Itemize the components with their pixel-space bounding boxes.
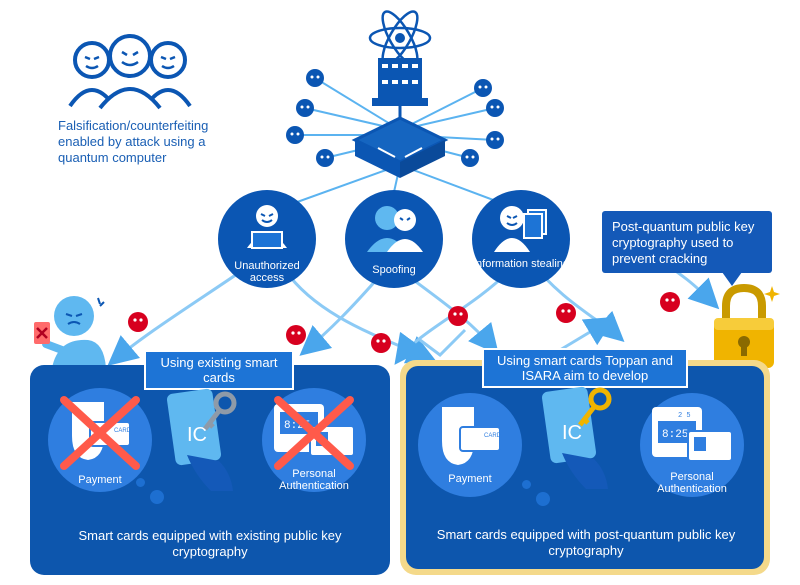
attack-label-spoofing: Spoofing bbox=[372, 264, 416, 276]
thought-bubble bbox=[522, 480, 531, 489]
existing-authentication: 8:25 Personal Authentication bbox=[262, 388, 366, 492]
thought-bubble bbox=[536, 492, 550, 506]
existing-panel-caption: Smart cards equipped with existing publi… bbox=[78, 528, 342, 559]
villain-group-icon bbox=[68, 34, 192, 110]
quantum-computer-icon bbox=[351, 10, 449, 178]
toppan-panel-caption: Smart cards equipped with post-quantum p… bbox=[436, 527, 736, 558]
attack-label-unauthorized-access: Unauthorized access bbox=[234, 260, 300, 284]
attack-unauthorized-access: Unauthorized access bbox=[218, 190, 316, 288]
victim-user-icon bbox=[34, 296, 106, 368]
document-theft-icon bbox=[494, 206, 547, 252]
payment-card-icon: CARD bbox=[442, 407, 502, 465]
card-label: Personal Authentication bbox=[657, 471, 727, 495]
virus-icons bbox=[128, 292, 680, 353]
time-text: 8:25 bbox=[662, 429, 688, 441]
pq-callout-tail bbox=[722, 272, 742, 286]
attacker-caption: Falsification/counterfeiting enabled by … bbox=[58, 118, 209, 165]
card-label: Personal Authentication bbox=[279, 468, 349, 492]
toppan-panel-title: Using smart cards Toppan and ISARA aim t… bbox=[482, 348, 688, 388]
attack-label-information-stealing: Information stealing bbox=[473, 258, 569, 270]
impersonation-icon bbox=[367, 206, 423, 252]
card-label: Payment bbox=[448, 473, 492, 485]
card-text: CARD bbox=[484, 433, 502, 439]
attack-information-stealing: Information stealing bbox=[472, 190, 570, 288]
existing-payment: CARD Payment bbox=[48, 388, 152, 492]
attack-spoofing: Spoofing bbox=[345, 190, 443, 288]
hacker-laptop-icon bbox=[247, 205, 287, 249]
card-text: CARD bbox=[114, 428, 132, 434]
existing-panel-title: Using existing smart cards bbox=[144, 350, 294, 390]
attacker-nodes bbox=[286, 69, 504, 167]
toppan-authentication: 2 5 8:25 Personal Authentication bbox=[640, 393, 744, 497]
ic-text: IC bbox=[187, 424, 207, 446]
thought-bubble bbox=[136, 478, 145, 487]
toppan-payment: CARD Payment bbox=[418, 393, 522, 497]
id-card-icon: 2 5 8:25 bbox=[652, 407, 733, 462]
cross-mark-icon bbox=[60, 396, 140, 470]
cross-mark-icon bbox=[274, 396, 354, 470]
pq-callout: Post-quantum public key cryptography use… bbox=[602, 211, 772, 273]
padlock-icon bbox=[714, 283, 780, 368]
ic-text: IC bbox=[562, 422, 582, 444]
card-label: Payment bbox=[78, 474, 122, 486]
ic-card-icon: IC bbox=[166, 388, 237, 491]
thought-bubble bbox=[150, 490, 164, 504]
ic-card-icon: IC bbox=[541, 386, 612, 489]
time-small-text: 2 5 bbox=[678, 412, 691, 420]
